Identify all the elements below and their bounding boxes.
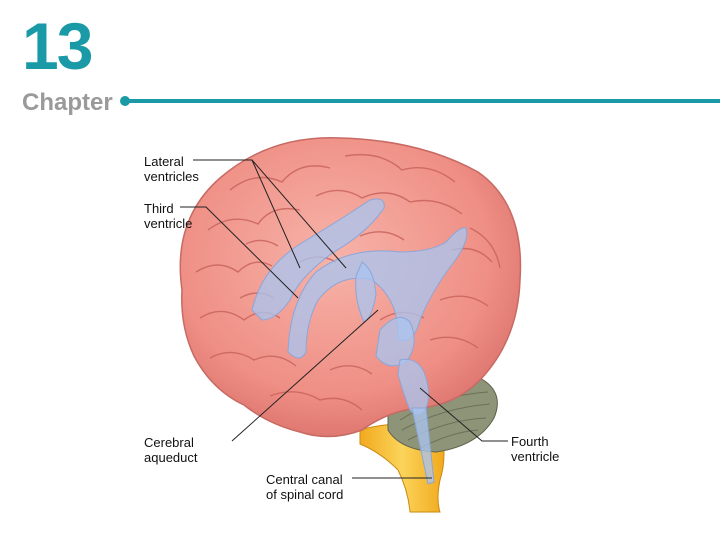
label-cerebral-aqueduct: Cerebral aqueduct [144, 435, 198, 465]
label-central-canal: Central canal of spinal cord [266, 472, 343, 502]
label-third-ventricle: Third ventricle [144, 201, 192, 231]
label-lateral-ventricles: Lateral ventricles [144, 154, 199, 184]
label-fourth-ventricle: Fourth ventricle [511, 434, 559, 464]
